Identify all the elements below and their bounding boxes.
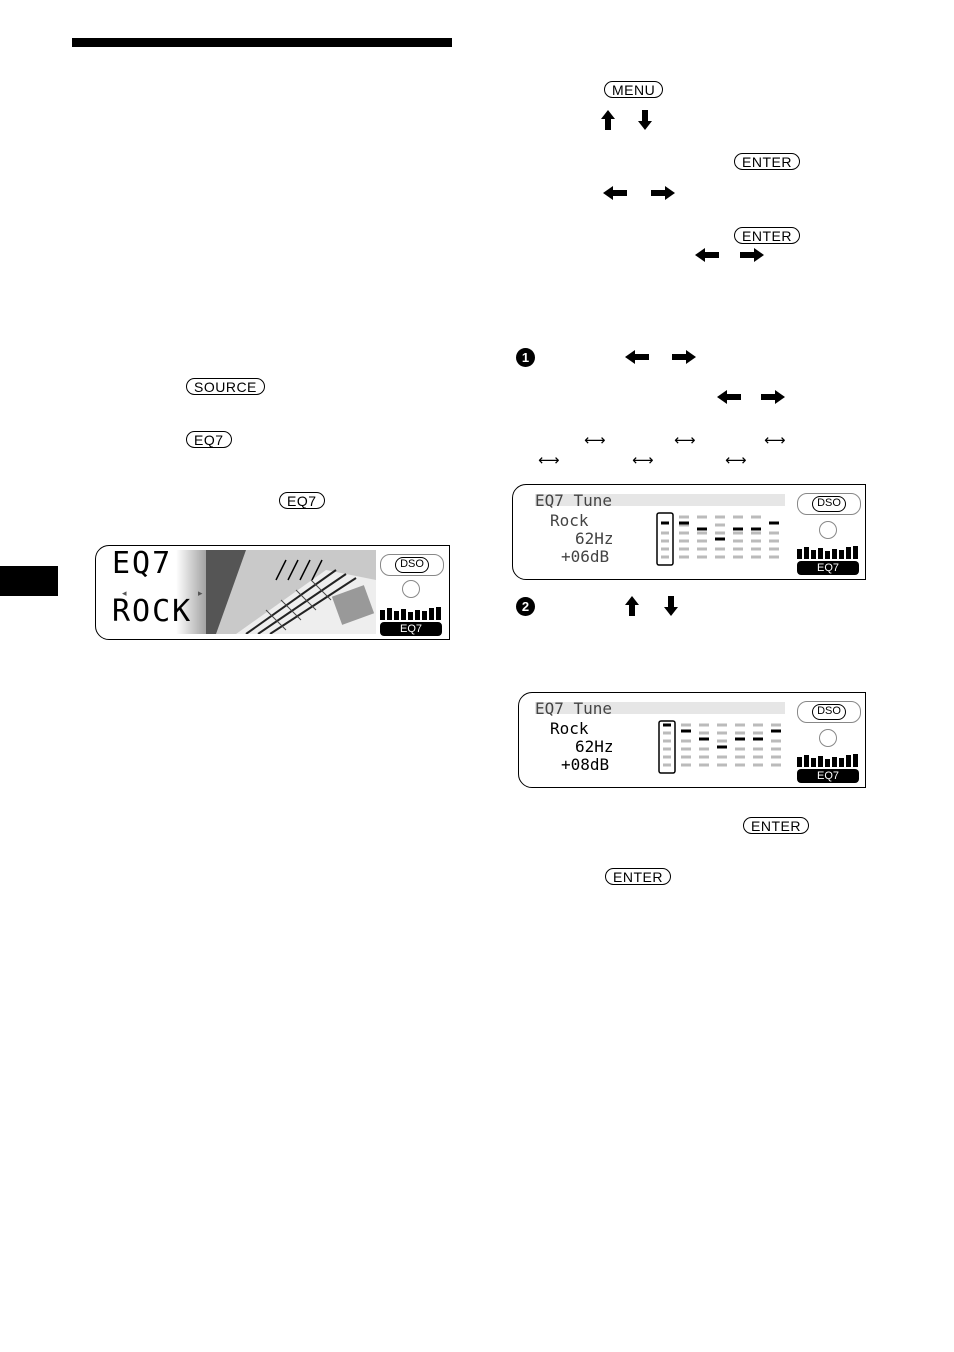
enter-key: ENTER [734, 153, 800, 170]
display-title: EQ7 Tune [535, 491, 613, 510]
level-meter-icon [797, 546, 858, 559]
eq7-key: EQ7 [279, 492, 325, 509]
eq-tune-display-2: EQ7 Tune Rock 62Hz +08dB DSO [518, 692, 866, 788]
eq-band-graph [658, 720, 781, 774]
left-indicator-icon: ◂ [122, 588, 127, 598]
down-arrow-icon [664, 596, 678, 616]
left-arrow-icon [695, 248, 719, 262]
dso-logo-frame: DSO [797, 701, 861, 723]
eq7-badge: EQ7 [797, 561, 859, 575]
right-arrow-icon [740, 248, 764, 262]
down-arrow-icon [638, 110, 652, 130]
eq-band-graph [656, 512, 779, 566]
dso-logo: DSO [395, 557, 429, 573]
preset-name: Rock [550, 511, 589, 530]
frequency-value: 62Hz [575, 529, 614, 548]
eq7-key: EQ7 [186, 431, 232, 448]
display-title: EQ7 Tune [535, 699, 613, 718]
enter-key: ENTER [734, 227, 800, 244]
left-arrow-icon [717, 390, 741, 404]
disc-icon [819, 729, 837, 747]
eq7-preset-display: EQ7 ◂ ▸ ROCK DSO EQ7 [95, 545, 450, 640]
eq-tune-display-1: EQ7 Tune Rock 62Hz +06dB DSO [512, 484, 866, 580]
enter-key: ENTER [605, 868, 671, 885]
eq7-badge: EQ7 [797, 769, 859, 783]
step-two-marker: 2 [516, 597, 535, 616]
double-arrow-icon: ⟷ [632, 451, 654, 469]
up-arrow-icon [625, 596, 639, 616]
step-one-marker: 1 [516, 348, 535, 367]
disc-icon [402, 580, 420, 598]
gain-value: +06dB [561, 547, 610, 566]
right-arrow-icon [672, 350, 696, 364]
section-tab [0, 566, 58, 596]
level-meter-icon [797, 754, 858, 767]
double-arrow-icon: ⟷ [674, 431, 696, 449]
preset-name: Rock [550, 719, 589, 738]
double-arrow-icon: ⟷ [725, 451, 747, 469]
heading-rule [72, 38, 452, 47]
dso-logo-frame: DSO [380, 554, 444, 576]
frequency-value: 62Hz [575, 737, 614, 756]
guitar-image [206, 550, 376, 634]
gain-value: +08dB [561, 755, 610, 774]
right-arrow-icon [651, 186, 675, 200]
up-arrow-icon [601, 110, 615, 130]
dso-logo-frame: DSO [797, 493, 861, 515]
display-backdrop [110, 550, 220, 634]
eq7-badge: EQ7 [380, 622, 442, 636]
level-meter-icon [380, 607, 441, 620]
title-bar [535, 702, 785, 714]
right-indicator-icon: ▸ [198, 588, 203, 598]
double-arrow-icon: ⟷ [538, 451, 560, 469]
double-arrow-icon: ⟷ [764, 431, 786, 449]
display-line-1: EQ7 [112, 546, 173, 581]
dso-logo: DSO [812, 704, 846, 720]
right-arrow-icon [761, 390, 785, 404]
left-arrow-icon [625, 350, 649, 364]
display-line-2: ROCK [112, 594, 193, 629]
source-key: SOURCE [186, 378, 265, 395]
title-bar [535, 494, 785, 506]
dso-logo: DSO [812, 496, 846, 512]
enter-key: ENTER [743, 817, 809, 834]
menu-key: MENU [604, 81, 664, 98]
left-arrow-icon [603, 186, 627, 200]
double-arrow-icon: ⟷ [584, 431, 606, 449]
disc-icon [819, 521, 837, 539]
